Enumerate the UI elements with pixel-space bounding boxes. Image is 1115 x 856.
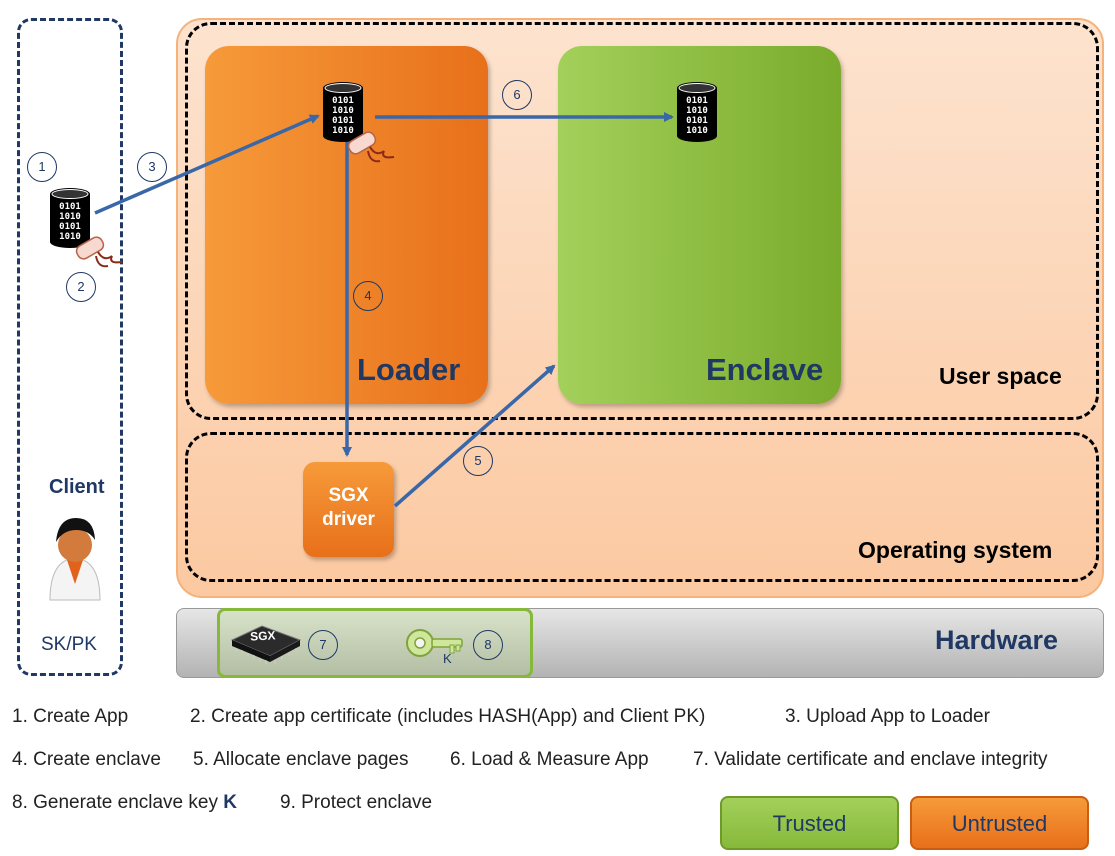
enclave-app-icon — [676, 81, 718, 143]
legend-untrusted: Untrusted — [910, 796, 1089, 850]
step-marker-1: 1 — [27, 152, 57, 182]
key-label: K — [443, 651, 452, 666]
legend-trusted: Trusted — [720, 796, 899, 850]
client-boundary — [17, 18, 123, 676]
loader-app-icon — [322, 81, 364, 143]
step-1-text: 1. Create App — [12, 706, 129, 727]
step-marker-3: 3 — [137, 152, 167, 182]
step-8-prefix: 8. Generate enclave key — [12, 792, 224, 813]
step-2-text: 2. Create app certificate (includes HASH… — [190, 706, 706, 727]
svg-text:SGX: SGX — [250, 628, 276, 643]
key-icon — [406, 629, 463, 657]
step-8-key: K — [223, 792, 237, 813]
step-marker-5: 5 — [463, 446, 493, 476]
sgx-chip-icon: SGX — [230, 625, 302, 664]
step-4-text: 4. Create enclave — [12, 749, 161, 770]
user-avatar-icon — [49, 518, 101, 601]
client-keys-label: SK/PK — [41, 634, 97, 655]
user-space-label: User space — [939, 363, 1062, 389]
user-space-region — [185, 22, 1099, 420]
step-marker-4: 4 — [353, 281, 383, 311]
enclave-label: Enclave — [706, 352, 824, 387]
step-6-text: 6. Load & Measure App — [450, 749, 649, 770]
step-marker-8: 8 — [473, 630, 503, 660]
operating-system-label: Operating system — [858, 537, 1053, 563]
client-app-icon — [49, 187, 91, 249]
step-8-text: 8. Generate enclave key K — [12, 792, 237, 814]
arrow-upload — [94, 114, 320, 215]
step-marker-2: 2 — [66, 272, 96, 302]
sgx-driver-box: SGX driver — [303, 462, 394, 557]
step-9-text: 9. Protect enclave — [280, 792, 433, 813]
step-5-text: 5. Allocate enclave pages — [193, 749, 409, 770]
loader-label: Loader — [357, 352, 461, 387]
operating-system-region — [185, 432, 1099, 582]
sgx-driver-line2: driver — [322, 509, 375, 530]
arrow-allocate-pages — [393, 364, 556, 508]
sgx-driver-line1: SGX — [328, 485, 369, 506]
step-marker-6: 6 — [502, 80, 532, 110]
hardware-label: Hardware — [935, 625, 1059, 655]
step-7-text: 7. Validate certificate and enclave inte… — [693, 749, 1048, 770]
step-3-text: 3. Upload App to Loader — [785, 706, 990, 727]
step-marker-7: 7 — [308, 630, 338, 660]
client-label: Client — [49, 476, 105, 498]
